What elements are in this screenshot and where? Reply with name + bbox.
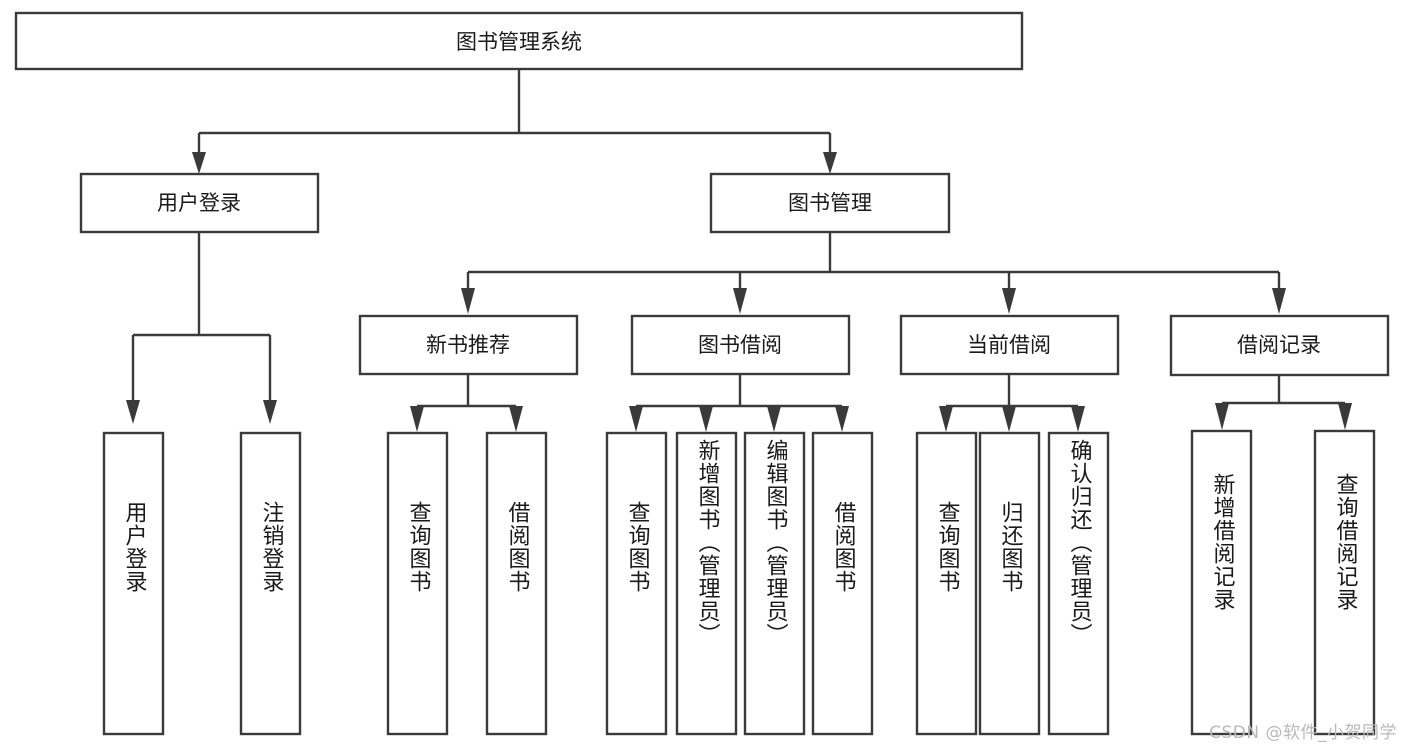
node-box-leaf-add-book[interactable] — [675, 431, 738, 736]
node-box-leaf-user-logout[interactable] — [239, 431, 302, 736]
node-label-leaf-edit-book: 编辑图书（管理员） — [762, 439, 788, 646]
arrow-head-leaf-user-login — [126, 400, 140, 424]
node-box-leaf-add-record[interactable] — [1190, 429, 1253, 736]
arrow-head-leaf-confirm-return — [1071, 406, 1085, 432]
node-label-leaf-user-login: 用户登录 — [121, 501, 147, 593]
arrow-head-borrow-record — [1272, 288, 1286, 314]
node-box-leaf-query-book-1[interactable] — [386, 431, 449, 736]
leaf-label-wrap-borrow-book-2: 借阅图书 — [813, 433, 872, 734]
leaf-label-wrap-query-book-3: 查询图书 — [917, 433, 976, 734]
node-box-leaf-edit-book[interactable] — [743, 431, 806, 736]
node-label-book-manage: 图书管理 — [788, 191, 872, 215]
node-label-current-borrow: 当前借阅 — [967, 333, 1051, 357]
node-box-leaf-confirm-return[interactable] — [1047, 431, 1110, 736]
leaf-label-wrap-add-record: 新增借阅记录 — [1192, 431, 1251, 734]
arrow-head-leaf-borrow-book-1 — [509, 406, 523, 432]
arrow-head-leaf-query-book-2 — [629, 406, 643, 432]
node-box-leaf-user-login[interactable] — [102, 431, 165, 736]
leaf-label-wrap-query-book-1: 查询图书 — [388, 433, 447, 734]
node-label-leaf-query-book-1: 查询图书 — [405, 501, 431, 593]
node-box-leaf-query-book-3[interactable] — [915, 431, 978, 736]
node-label-leaf-user-logout: 注销登录 — [258, 501, 284, 593]
node-label-leaf-borrow-book-1: 借阅图书 — [504, 501, 530, 593]
node-label-leaf-query-book-3: 查询图书 — [934, 501, 960, 593]
arrow-head-leaf-borrow-book-2 — [835, 406, 849, 432]
arrow-head-current-borrow — [1002, 288, 1016, 314]
node-label-leaf-query-record: 查询借阅记录 — [1332, 473, 1358, 611]
node-box-book-manage[interactable] — [709, 172, 951, 234]
node-label-leaf-borrow-book-2: 借阅图书 — [830, 501, 856, 593]
node-label-root: 图书管理系统 — [456, 30, 582, 54]
node-box-leaf-query-book-2[interactable] — [605, 431, 668, 736]
arrow-head-leaf-query-book-3 — [939, 406, 953, 432]
leaf-label-wrap-edit-book: 编辑图书（管理员） — [745, 433, 804, 734]
leaf-label-wrap-borrow-book-1: 借阅图书 — [487, 433, 546, 734]
node-box-leaf-return-book[interactable] — [978, 431, 1041, 736]
arrow-head-new-book-recommend — [461, 288, 475, 314]
leaf-label-wrap-add-book: 新增图书（管理员） — [677, 433, 736, 734]
watermark-text: CSDN @软件_小贺同学 — [1209, 723, 1397, 743]
arrow-head-leaf-add-book — [699, 406, 713, 432]
arrow-head-leaf-user-logout — [263, 400, 277, 424]
leaf-label-wrap-user-logout: 注销登录 — [241, 433, 300, 734]
leaf-label-wrap-query-book-2: 查询图书 — [607, 433, 666, 734]
arrow-head-leaf-query-book-1 — [410, 406, 424, 432]
node-label-borrow-record: 借阅记录 — [1237, 333, 1321, 357]
arrow-head-book-borrow — [733, 288, 747, 314]
leaf-label-wrap-return-book: 归还图书 — [980, 433, 1039, 734]
connector-layer — [126, 69, 1352, 432]
arrow-head-leaf-add-record — [1215, 403, 1229, 430]
node-box-root[interactable] — [14, 11, 1024, 71]
node-label-leaf-query-book-2: 查询图书 — [624, 501, 650, 593]
node-label-leaf-add-book: 新增图书（管理员） — [694, 439, 720, 646]
node-box-borrow-record[interactable] — [1169, 314, 1390, 377]
node-label-leaf-add-record: 新增借阅记录 — [1209, 473, 1235, 611]
leaf-label-wrap-user-login: 用户登录 — [104, 433, 163, 734]
node-layer: 图书管理系统 用户登录 图书管理 新书推荐 图书借阅 当前借阅 借阅记录 — [14, 11, 1390, 736]
arrow-head-user-login — [192, 152, 206, 174]
leaf-label-wrap-query-record: 查询借阅记录 — [1315, 431, 1374, 734]
arrow-head-leaf-edit-book — [767, 406, 781, 432]
node-box-current-borrow[interactable] — [899, 314, 1120, 376]
node-box-leaf-query-record[interactable] — [1313, 429, 1376, 736]
arrow-head-book-manage — [823, 152, 837, 174]
node-box-leaf-borrow-book-1[interactable] — [485, 431, 548, 736]
arrow-head-leaf-query-record — [1338, 403, 1352, 430]
arrow-head-leaf-return-book — [1002, 406, 1016, 432]
node-label-leaf-return-book: 归还图书 — [997, 501, 1023, 593]
node-label-book-borrow: 图书借阅 — [698, 333, 782, 357]
node-box-leaf-borrow-book-2[interactable] — [811, 431, 874, 736]
leaf-label-wrap-confirm-return: 确认归还（管理员） — [1049, 433, 1108, 734]
node-label-leaf-confirm-return: 确认归还（管理员） — [1066, 439, 1092, 646]
node-label-user-login: 用户登录 — [157, 191, 241, 215]
node-box-new-book-recommend[interactable] — [358, 314, 579, 376]
node-label-new-book-recommend: 新书推荐 — [426, 333, 510, 357]
node-box-book-borrow[interactable] — [630, 314, 851, 376]
node-box-user-login[interactable] — [79, 172, 320, 234]
